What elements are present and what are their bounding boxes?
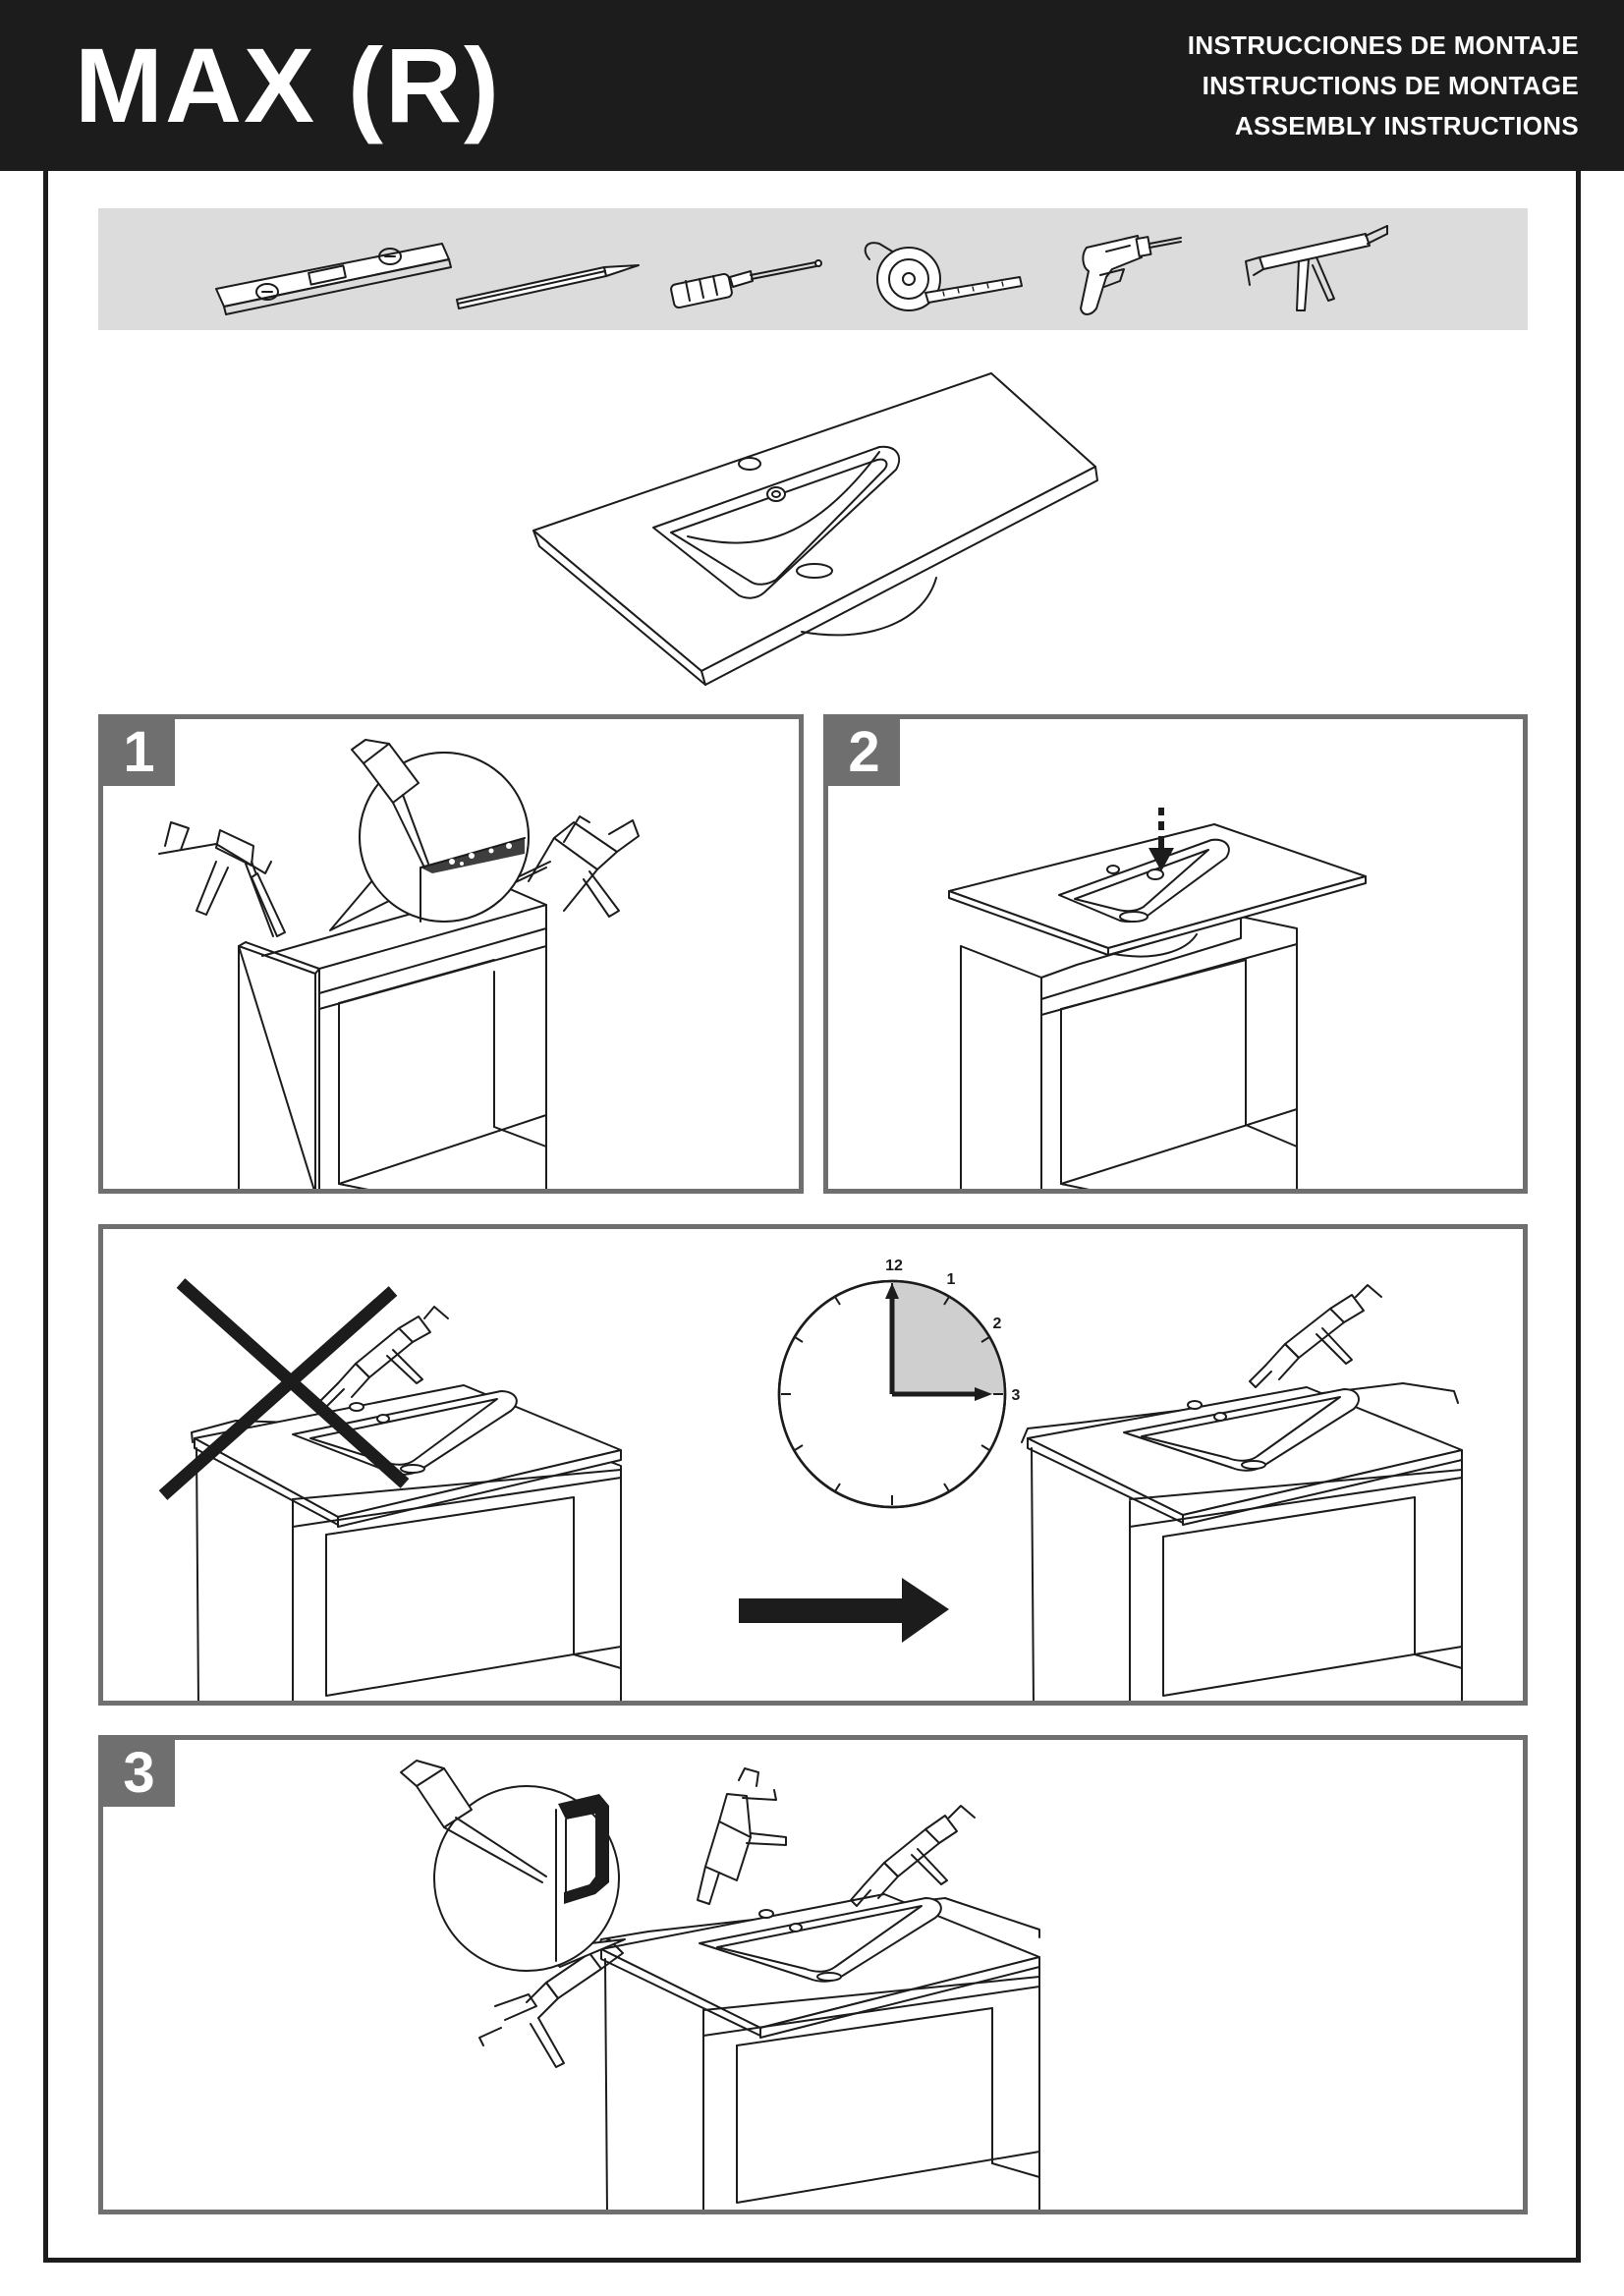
tools-bar <box>98 208 1528 330</box>
screwdriver-icon <box>670 259 822 309</box>
clock-label-1: 1 <box>947 1271 956 1288</box>
clock-label-12: 12 <box>885 1258 903 1274</box>
step-2-panel: 2 <box>823 714 1528 1194</box>
cure-time-panel: 12 1 2 3 <box>98 1224 1528 1706</box>
spirit-level-icon <box>215 243 452 315</box>
caulking-gun-icon <box>1245 225 1388 311</box>
subtitle-block: INSTRUCCIONES DE MONTAJE INSTRUCTIONS DE… <box>1188 26 1579 146</box>
step-3-panel: 3 <box>98 1735 1528 2214</box>
step-2-illustration <box>948 808 1367 1189</box>
subtitle-fr: INSTRUCTIONS DE MONTAGE <box>1202 71 1579 100</box>
clock-label-3: 3 <box>1012 1387 1021 1404</box>
step-1-panel: 1 <box>98 714 804 1194</box>
header-bar: MAX (R) INSTRUCCIONES DE MONTAJE INSTRUC… <box>0 0 1624 171</box>
clock-label-2: 2 <box>993 1316 1002 1332</box>
tape-measure-icon <box>864 242 1023 311</box>
step-number-1: 1 <box>103 719 175 786</box>
tools-svg <box>215 225 1388 315</box>
sink-illustration <box>532 372 1098 686</box>
cure-time-illustration: 12 1 2 3 <box>158 1258 1463 1701</box>
step-3-illustration <box>400 1760 1040 2210</box>
product-title: MAX (R) <box>75 26 501 144</box>
page-frame <box>43 169 1581 2263</box>
step-1-illustration <box>158 739 640 1189</box>
step-number-3: 3 <box>103 1740 175 1807</box>
subtitle-es: INSTRUCCIONES DE MONTAJE <box>1187 30 1579 60</box>
drill-icon <box>1080 235 1182 315</box>
step-number-2: 2 <box>828 719 900 786</box>
clock-icon: 12 1 2 3 <box>777 1258 1021 1509</box>
subtitle-en: ASSEMBLY INSTRUCTIONS <box>1234 111 1579 140</box>
pencil-icon <box>456 264 640 309</box>
